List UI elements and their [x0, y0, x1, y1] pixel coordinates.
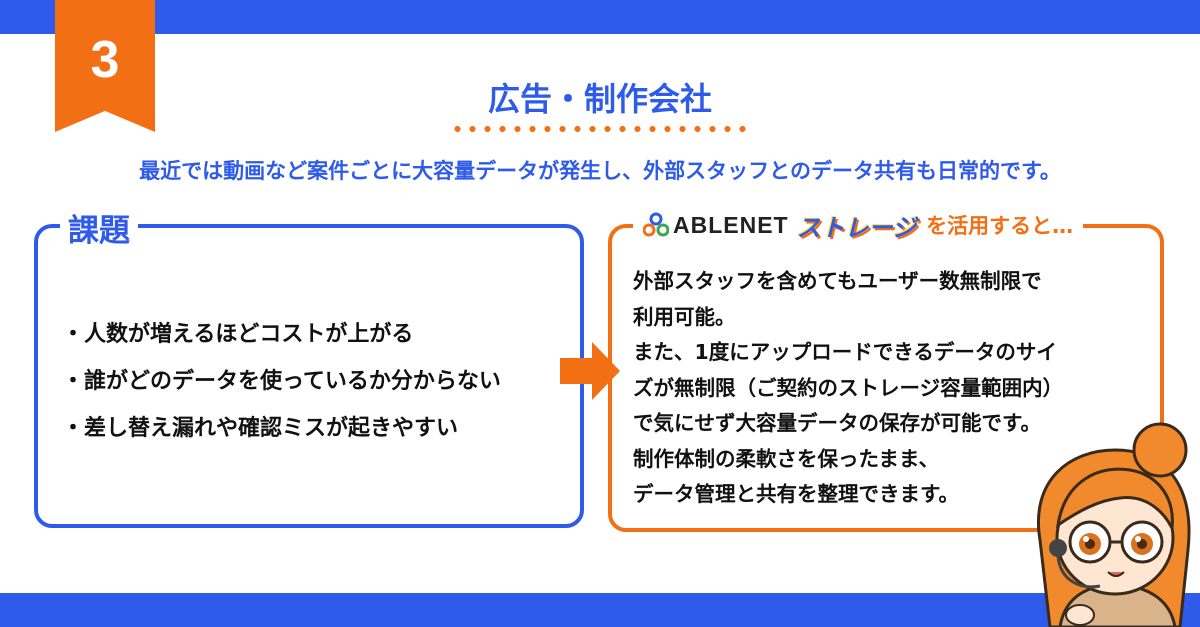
top-band: [0, 0, 1200, 34]
mascot-illustration: [1037, 422, 1191, 627]
solution-line: で気にせず大容量データの保存が可能です。: [633, 411, 1041, 435]
solution-line: 外部スタッフを含めてもユーザー数無制限で: [633, 269, 1042, 293]
intro-text: 最近では動画など案件ごとに大容量データが発生し、外部スタッフとのデータ共有も日常…: [139, 159, 1061, 183]
solution-title-suffix: を活用すると…: [926, 214, 1074, 238]
solution-title: ABLENET ストレージ を活用すると…: [633, 205, 1084, 245]
bottom-band: [0, 593, 1200, 627]
ablenet-logo-icon: [643, 212, 669, 237]
arrow-right-icon: [560, 342, 620, 400]
solution-text: 外部スタッフを含めてもユーザー数無制限で 利用可能。 また、1度にアップロードで…: [633, 264, 1123, 513]
dotted-divider: [450, 126, 750, 132]
step-number: 3: [90, 31, 120, 89]
list-item: ・差し替え漏れや確認ミスが起きやすい: [62, 416, 459, 441]
list-item: ・誰がどのデータを使っているか分からない: [62, 369, 501, 394]
solution-line: また、1度にアップロードできるデータのサイ: [633, 340, 1057, 364]
solution-line: データ管理と共有を整理できます。: [633, 482, 959, 506]
solution-line: ズが無制限（ご契約のストレージ容量範囲内）: [633, 375, 1064, 400]
solution-line: 利用可能。: [633, 304, 736, 329]
page-title: 広告・制作会社: [487, 80, 712, 118]
brand-name: ABLENET: [673, 211, 789, 238]
list-item: ・人数が増えるほどコストが上がる: [62, 322, 414, 347]
issues-title: 課題: [60, 205, 138, 250]
solution-line: 制作体制の柔軟さを保ったまま、: [633, 446, 940, 471]
step-ribbon: 3: [55, 0, 155, 132]
issues-list: ・人数が増えるほどコストが上がる ・誰がどのデータを使っているか分からない ・差…: [62, 316, 501, 457]
product-name: ストレージ: [796, 213, 917, 242]
